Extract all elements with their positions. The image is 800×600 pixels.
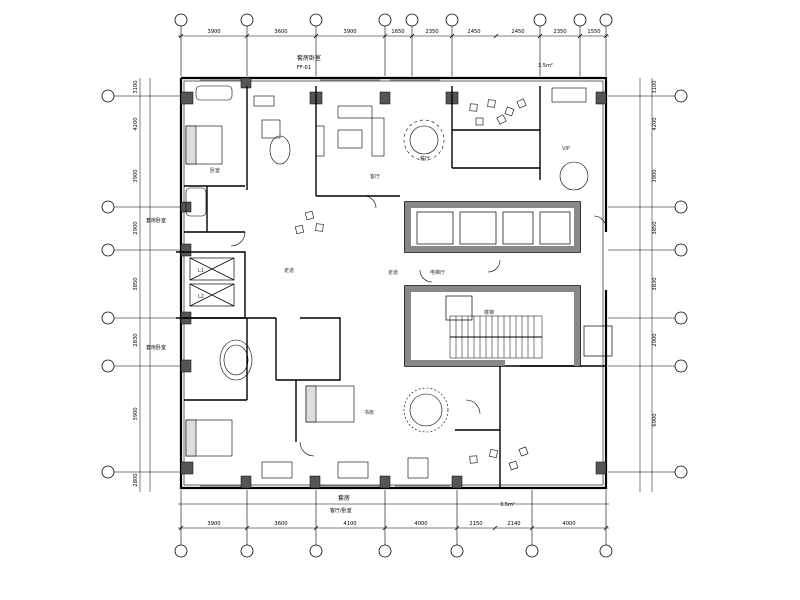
left-note-upper: 套房卧室 (146, 217, 166, 224)
bottom-dimension: 3600 (274, 521, 287, 527)
lounge-chair (469, 455, 478, 464)
axis-bubbles (101, 13, 688, 558)
top-dimension: 2450 (511, 29, 524, 35)
room-stair: 楼梯 (484, 309, 494, 316)
right-dimension: 3830 (652, 277, 658, 290)
bottom-dimension: 2140 (507, 521, 520, 527)
dimension-lines (139, 35, 653, 529)
left-dimension: 2900 (133, 221, 139, 234)
top-dimension: 2350 (425, 29, 438, 35)
bottom-room-sublabel: 客厅/卧室 (330, 507, 352, 514)
left-dimension: 4200 (133, 117, 139, 130)
top-dimension: 3900 (343, 29, 356, 35)
staircase (449, 315, 543, 359)
lounge-chair (487, 99, 496, 108)
bottom-dimension: 4000 (414, 521, 427, 527)
top-room-label: 套房卧室 (297, 54, 321, 62)
bottom-right-note: 3.5m² (500, 502, 515, 508)
top-dimension: 1550 (587, 29, 600, 35)
lounge-chair (518, 446, 529, 457)
lift-mark-1: L1 (198, 268, 204, 274)
bottom-room-label: 套房 (338, 494, 350, 502)
axis-bubble-bottom (174, 544, 613, 558)
lounge-chair (508, 460, 519, 471)
bottom-dimension: 4000 (562, 521, 575, 527)
room-bedroom: 卧室 (210, 167, 220, 174)
lounge-chair (304, 210, 315, 221)
lounge-chair (475, 117, 484, 126)
top-dimension: 3600 (274, 29, 287, 35)
top-dimension: 1650 (391, 29, 404, 35)
bottom-dimension: 4100 (343, 521, 356, 527)
top-room-sublabel: FF-01 (297, 65, 311, 71)
annotation-labels: 套房卧室 FF-01 3.5m² 套房卧室 套房卧室 套房 客厅/卧室 3.5m… (146, 54, 553, 514)
right-dimension: 6900 (652, 413, 658, 426)
axis-bubble-left (101, 89, 115, 479)
top-dimension: 2450 (467, 29, 480, 35)
right-dimension: 3850 (652, 221, 658, 234)
room-vip: VIP (562, 146, 570, 152)
room-study: 书房 (364, 409, 374, 416)
lounge-chair (489, 449, 498, 458)
lounge-chair (469, 103, 478, 112)
left-dimension: 3100 (133, 80, 139, 93)
lounge-chair (315, 223, 324, 232)
outer-walls (179, 76, 608, 490)
top-dimension: 3900 (207, 29, 220, 35)
left-dimension: 3850 (133, 277, 139, 290)
bottom-dimension: 3900 (207, 521, 220, 527)
lift-core-hatch (405, 202, 580, 366)
lounge-chair (504, 106, 515, 117)
room-dining: 餐厅 (420, 155, 430, 162)
top-dimension: 2350 (553, 29, 566, 35)
lift-cars (189, 211, 613, 357)
axis-bubble-right (674, 89, 688, 479)
right-dimension: 2900 (652, 333, 658, 346)
right-dimension: 4200 (652, 117, 658, 130)
room-corridor-mid: 走道 (388, 269, 398, 276)
bottom-dimension: 2150 (469, 521, 482, 527)
axis-grid (112, 26, 675, 545)
lift-mark-2: L2 (198, 294, 204, 300)
dimension-ticks (178, 33, 609, 531)
lounge-chair (496, 114, 507, 125)
room-lift-lobby: 电梯厅 (430, 269, 445, 276)
room-names: 餐厅 客厅 卧室 走道 走道 电梯厅 楼梯 书房 VIP L1 L2 (198, 146, 570, 416)
right-dimension: 3900 (652, 169, 658, 182)
dimension-texts: 3900 3600 3900 1650 2350 2450 2450 2350 1550 3900… (133, 29, 658, 527)
left-dimension: 2800 (133, 473, 139, 486)
axis-bubble-top (174, 13, 613, 27)
doors (230, 195, 607, 457)
left-dimension: 2830 (133, 333, 139, 346)
furniture (185, 85, 589, 479)
left-note-lower: 套房卧室 (146, 344, 166, 351)
left-dimension: 3900 (133, 169, 139, 182)
room-corridor-left: 走道 (284, 267, 294, 274)
right-dimension: 3100 (652, 80, 658, 93)
lounge-chair (516, 98, 527, 109)
top-right-note: 3.5m² (538, 63, 553, 69)
left-dimension: 3900 (133, 407, 139, 420)
room-living: 客厅 (370, 173, 380, 180)
lounge-chair (294, 224, 305, 235)
